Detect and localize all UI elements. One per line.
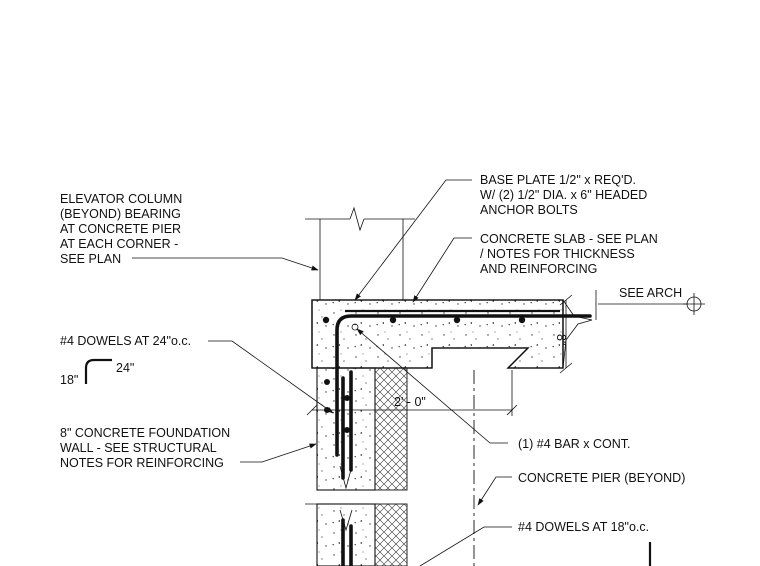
note-see-arch: SEE ARCH bbox=[619, 286, 682, 300]
note-concrete-pier: CONCRETE PIER (BEYOND) bbox=[518, 471, 685, 485]
slab-depth-label: 8" bbox=[554, 334, 568, 345]
width-dimension-label: 2' - 0" bbox=[394, 395, 426, 409]
note-line: BASE PLATE 1/2" x REQ'D. bbox=[480, 173, 636, 187]
note-line: CONCRETE SLAB - SEE PLAN bbox=[480, 232, 658, 246]
note-line: NOTES FOR REINFORCING bbox=[60, 456, 224, 470]
note-concrete-slab: CONCRETE SLAB - SEE PLAN / NOTES FOR THI… bbox=[480, 232, 658, 276]
concrete-slab bbox=[311, 290, 705, 369]
hook-leg-vertical-label: 18" bbox=[60, 373, 78, 387]
leaders bbox=[132, 179, 652, 566]
note-elevator-column: ELEVATOR COLUMN (BEYOND) BEARING AT CONC… bbox=[60, 192, 182, 266]
note-bar-cont: (1) #4 BAR x CONT. bbox=[518, 437, 631, 451]
note-line: W/ (2) 1/2" DIA. x 6" HEADED bbox=[480, 188, 647, 202]
note-dowels-24: #4 DOWELS AT 24"o.c. bbox=[60, 334, 191, 348]
elevator-column bbox=[305, 206, 415, 300]
dimensions bbox=[84, 294, 573, 416]
note-line: ANCHOR BOLTS bbox=[480, 203, 578, 217]
note-line: AT CONCRETE PIER bbox=[60, 222, 181, 236]
slab-reinforcing bbox=[322, 314, 592, 457]
note-line: 8" CONCRETE FOUNDATION bbox=[60, 426, 230, 440]
note-line: AND REINFORCING bbox=[480, 262, 597, 276]
note-line: WALL - SEE STRUCTURAL bbox=[60, 441, 217, 455]
note-line: / NOTES FOR THICKNESS bbox=[480, 247, 635, 261]
note-line: AT EACH CORNER - bbox=[60, 237, 178, 251]
foundation-wall bbox=[305, 367, 408, 566]
note-foundation-wall: 8" CONCRETE FOUNDATION WALL - SEE STRUCT… bbox=[60, 426, 230, 470]
hook-leg-horizontal-label: 24" bbox=[116, 361, 134, 375]
note-line: (BEYOND) BEARING bbox=[60, 207, 181, 221]
note-base-plate: BASE PLATE 1/2" x REQ'D. W/ (2) 1/2" DIA… bbox=[480, 173, 647, 217]
note-line: SEE PLAN bbox=[60, 252, 121, 266]
note-line: ELEVATOR COLUMN bbox=[60, 192, 182, 206]
note-dowels-18: #4 DOWELS AT 18"o.c. bbox=[518, 520, 649, 534]
